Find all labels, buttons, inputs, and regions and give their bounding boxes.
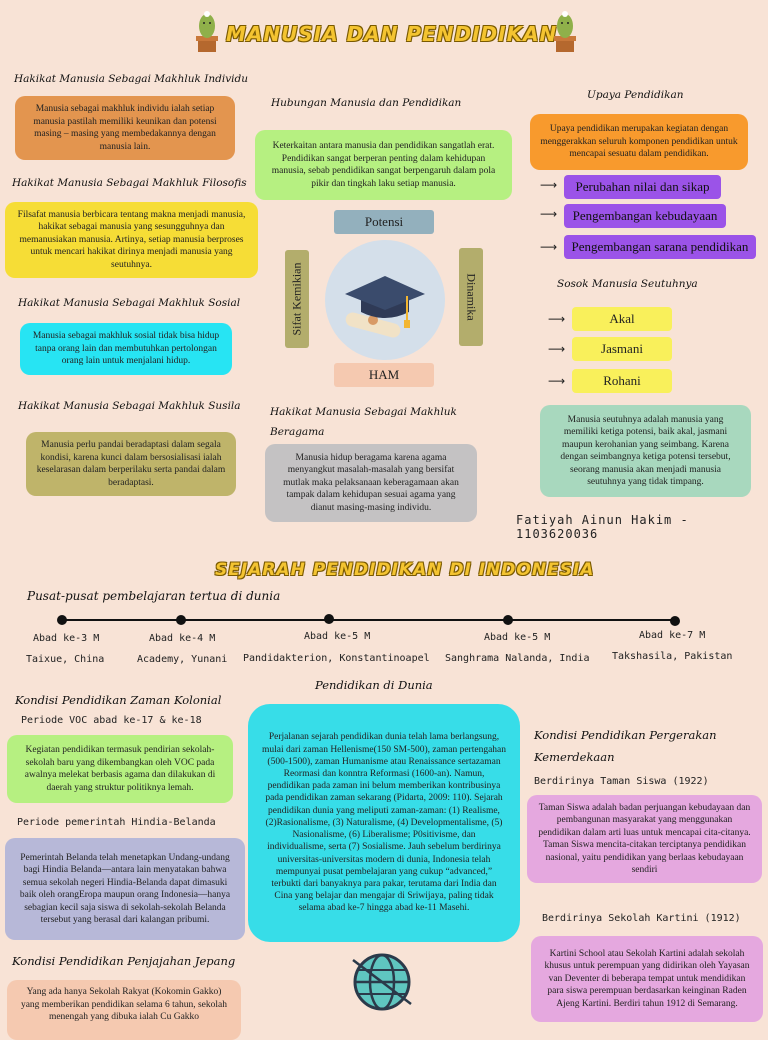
taman-siswa-text: Taman Siswa adalah badan perjuangan kebu… — [527, 795, 762, 883]
arrow-icon: ⟶ — [548, 374, 566, 388]
upaya-item: Pengembangan sarana pendidikan — [564, 235, 756, 259]
beragama-text: Manusia hidup beragama karena agama meny… — [265, 444, 477, 522]
timeline-place: Takshasila, Pakistan — [612, 651, 733, 662]
filosofis-heading: Hakikat Manusia Sebagai Makhluk Filosofi… — [12, 177, 247, 189]
globe-icon — [345, 946, 419, 1020]
sosok-item: Akal — [572, 307, 672, 331]
sosial-heading: Hakikat Manusia Sebagai Makhluk Sosial — [18, 297, 241, 309]
susila-text: Manusia perlu pandai beradaptasi dalam s… — [26, 432, 236, 496]
section-title: SEJARAH PENDIDIKAN DI INDONESIA — [215, 560, 595, 580]
timeline-place: Academy, Yunani — [137, 654, 228, 665]
timeline-place: Sanghrama Nalanda, India — [445, 653, 590, 664]
timeline-dot — [324, 614, 334, 624]
individu-text: Manusia sebagai makhluk individu ialah s… — [15, 96, 235, 160]
individu-heading: Hakikat Manusia Sebagai Makhluk Individu — [14, 73, 248, 85]
cactus-icon — [548, 10, 582, 54]
timeline-era: Abad ke-5 M — [304, 631, 371, 642]
arrow-icon: ⟶ — [548, 342, 566, 356]
susila-heading: Hakikat Manusia Sebagai Makhluk Susila — [18, 400, 241, 412]
jepang-heading: Kondisi Pendidikan Penjajahan Jepang — [12, 954, 236, 968]
timeline-heading: Pusat-pusat pembelajaran tertua di dunia — [27, 589, 281, 603]
kartini-text: Kartini School atau Sekolah Kartini adal… — [531, 936, 763, 1022]
left-label-box: Sifat Kemikian — [285, 250, 309, 348]
kartini-label: Berdirinya Sekolah Kartini (1912) — [542, 913, 741, 924]
timeline-era: Abad ke-7 M — [639, 630, 706, 641]
hubungan-text: Keterkaitan antara manusia dan pendidika… — [255, 130, 512, 200]
sosok-text: Manusia seutuhnya adalah manusia yang me… — [540, 405, 751, 497]
timeline-place: Taixue, China — [26, 654, 105, 665]
dunia-text: Perjalanan sejarah pendidikan dunia tela… — [248, 704, 520, 942]
cactus-icon — [190, 10, 224, 54]
upaya-text: Upaya pendidikan merupakan kegiatan deng… — [530, 114, 748, 170]
sosok-item: Jasmani — [572, 337, 672, 361]
timeline-dot — [503, 615, 513, 625]
dinamika-label: Dinamika — [464, 273, 479, 321]
ham-label: HAM — [334, 363, 434, 387]
graduation-cap-icon — [345, 276, 425, 338]
hindia-belanda-label: Periode pemerintah Hindia-Belanda — [17, 817, 216, 828]
upaya-item: Pengembangan kebudayaan — [564, 204, 726, 228]
kolonial-heading: Kondisi Pendidikan Zaman Kolonial — [15, 693, 222, 707]
graduation-illustration — [325, 240, 445, 360]
sifat-label: Sifat Kemikian — [289, 262, 304, 336]
voc-label: Periode VOC abad ke-17 & ke-18 — [21, 715, 202, 726]
upaya-heading: Upaya Pendidikan — [587, 89, 684, 101]
beragama-heading: Hakikat Manusia Sebagai Makhluk Beragama — [270, 406, 457, 438]
timeline-era: Abad ke-4 M — [149, 633, 216, 644]
dunia-heading: Pendidikan di Dunia — [315, 678, 433, 692]
arrow-icon: ⟶ — [540, 178, 558, 192]
arrow-icon: ⟶ — [540, 207, 558, 221]
voc-text: Kegiatan pendidikan termasuk pendirian s… — [7, 735, 233, 803]
author: Fatiyah Ainun Hakim - 1103620036 — [516, 513, 689, 541]
hindia-belanda-text: Pemerintah Belanda telah menetapkan Unda… — [5, 838, 245, 940]
hubungan-heading: Hubungan Manusia dan Pendidikan — [271, 97, 462, 109]
timeline-dot — [176, 615, 186, 625]
arrow-icon: ⟶ — [540, 240, 558, 254]
timeline-era: Abad ke-5 M — [484, 632, 551, 643]
kemerdekaan-heading: Kondisi Pendidikan Pergerakan Kemerdekaa… — [534, 728, 717, 764]
timeline-line — [62, 619, 675, 621]
timeline-dot — [670, 616, 680, 626]
sosial-text: Manusia sebagai makhluk sosial tidak bis… — [20, 323, 232, 375]
filosofis-text: Filsafat manusia berbicara tentang makna… — [5, 202, 258, 278]
timeline-dot — [57, 615, 67, 625]
timeline-era: Abad ke-3 M — [33, 633, 100, 644]
right-label-box: Dinamika — [459, 248, 483, 346]
sosok-heading: Sosok Manusia Seutuhnya — [557, 278, 698, 290]
arrow-icon: ⟶ — [548, 312, 566, 326]
upaya-item: Perubahan nilai dan sikap — [564, 175, 721, 199]
potensi-label: Potensi — [334, 210, 434, 234]
timeline-place: Pandidakterion, Konstantinoapel — [243, 653, 430, 664]
page-title: MANUSIA DAN PENDIDIKAN — [226, 22, 558, 46]
taman-siswa-label: Berdirinya Taman Siswa (1922) — [534, 776, 709, 787]
jepang-text: Yang ada hanya Sekolah Rakyat (Kokomin G… — [7, 980, 241, 1040]
sosok-item: Rohani — [572, 369, 672, 393]
